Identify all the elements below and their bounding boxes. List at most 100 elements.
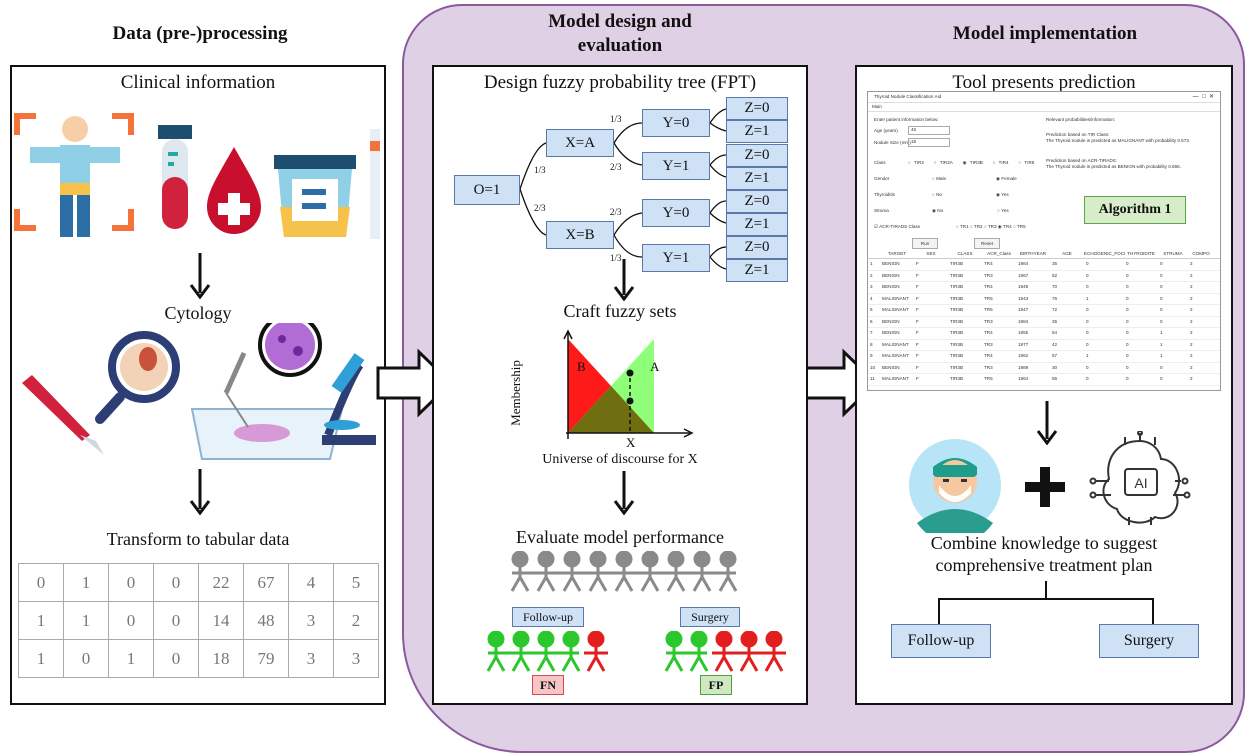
age-input[interactable]: 46 [908, 126, 950, 135]
table-cell: 72 [1052, 307, 1058, 312]
microscope-icon [322, 353, 376, 445]
enter-info-label: Enter patient information below: [874, 117, 939, 122]
cytology-label: Cytology [164, 303, 232, 323]
table-cell: 3 [870, 284, 873, 289]
table-cell: F [916, 353, 919, 358]
table-cell: TIR3B [950, 364, 964, 370]
table-cell: 0 [153, 639, 199, 678]
relevant-label: Relevant probabilities/information: [1046, 117, 1116, 122]
table-cell: 0 [1086, 318, 1089, 324]
option-label: Yes [1001, 192, 1009, 197]
table-cell: 0 [153, 601, 199, 640]
table-cell: 35 [1052, 318, 1058, 324]
followup-box: Follow-up [512, 607, 584, 627]
left-panel: Clinical information [10, 65, 386, 705]
option-label: TR1 [959, 224, 969, 229]
ai-chip-icon: AI [1089, 431, 1191, 525]
option-label: TIR5 [1024, 160, 1035, 165]
clinical-icons [14, 113, 380, 239]
table-cell: 0 [1126, 272, 1129, 278]
table-cell: 1949 [1018, 284, 1029, 289]
final-surgery-box: Surgery [1099, 624, 1199, 658]
algorithm-box: Algorithm 1 [1084, 196, 1186, 224]
option-label: TR5 [1016, 224, 1026, 229]
struma-options[interactable]: ◉ No○ Yes [932, 208, 1009, 213]
size-input[interactable]: 18 [908, 138, 950, 147]
tree-node-z0: Z=0 [726, 97, 788, 120]
table-cell: 18 [198, 639, 244, 678]
table-cell: 8 [870, 341, 873, 347]
run-button[interactable]: Run [912, 238, 938, 249]
eval-title: Evaluate model performance [516, 527, 724, 547]
column-header: ACR_Class [987, 251, 1011, 256]
table-cell: 1955 [1018, 330, 1029, 335]
table-cell: 0 [1126, 376, 1129, 381]
option-label: TIR3A [939, 160, 953, 165]
reset-button[interactable]: Reset [974, 238, 1000, 249]
table-cell: 1967 [1018, 272, 1029, 278]
table-cell: 0 [1126, 295, 1129, 301]
window-controls[interactable]: — □ ✕ [1192, 94, 1214, 100]
table-cell: 1984 [1018, 261, 1029, 266]
app-title: Thyroid Nodule Classification Aid [874, 94, 942, 99]
table-cell: 9 [870, 353, 873, 358]
table-cell: 1 [18, 601, 64, 640]
table-cell: 57 [1052, 353, 1058, 358]
table-cell: 56 [1052, 376, 1058, 381]
slide-icon [190, 351, 344, 460]
table-cell: 0 [108, 601, 154, 640]
table-cell: TR5 [984, 307, 993, 312]
table-cell: 0 [1086, 376, 1089, 381]
down-arrow-3 [613, 259, 635, 301]
thyroiditis-options[interactable]: ○ No◉ Yes [932, 192, 1009, 197]
column-header: THYROIDITE [1127, 251, 1155, 256]
title-model-implementation: Model implementation [952, 23, 1138, 44]
option-label: Female [1001, 176, 1017, 181]
fuzzy-caption: Universe of discourse for X [542, 452, 698, 467]
table-cell: F [916, 307, 919, 312]
data-table-header: TARGET SEX CLASS ACR_Class BIRTHYEAR AGE… [868, 250, 1220, 259]
column-header: ECHOGENIC_FOCI [1084, 251, 1126, 256]
table-cell: 0 [108, 563, 154, 602]
title-model-design-line1: Model design and [548, 11, 692, 32]
people-group-icon [510, 551, 738, 592]
middle-panel: Design fuzzy probability tree (FPT) O=1 … [432, 65, 808, 705]
tree-node-z1: Z=1 [726, 213, 788, 236]
transform-label: Transform to tabular data [106, 529, 290, 549]
table-cell: 0 [1160, 307, 1163, 312]
table-cell: MALIGNANT [882, 307, 909, 312]
table-cell: 42 [1052, 341, 1058, 347]
gender-options[interactable]: ○ Male◉ Female [932, 176, 1017, 181]
prob-label: 1/3 [534, 165, 546, 175]
tree-node-root: O=1 [454, 175, 520, 205]
option-label: No [936, 192, 942, 197]
table-cell: 0 [1126, 307, 1129, 312]
table-cell: F [916, 330, 919, 335]
class-options[interactable]: ○ TIR2 ○ TIR3A ◉ TIR3B ○ TIR4 ○ TIR5 [908, 160, 1035, 165]
table-cell: F [916, 318, 919, 324]
option-label: TR4 [1003, 224, 1012, 229]
option-label: Yes [1001, 208, 1009, 213]
table-cell: 14 [198, 601, 244, 640]
title-model-design-line2: evaluation [577, 35, 663, 56]
app-menu[interactable]: Main [868, 103, 1220, 112]
table-cell: 2 [1190, 330, 1193, 335]
table-cell: 1 [1160, 353, 1163, 358]
table-cell: 2 [1190, 307, 1193, 312]
fpt-tree-lines [519, 108, 727, 270]
acr-options[interactable]: ○ TR1 ○ TR2 ○ TR3 ◉ TR4 ○ TR5 [956, 224, 1026, 229]
acr-checkbox[interactable]: ☑ ACR-TIRADS Class [874, 224, 920, 229]
